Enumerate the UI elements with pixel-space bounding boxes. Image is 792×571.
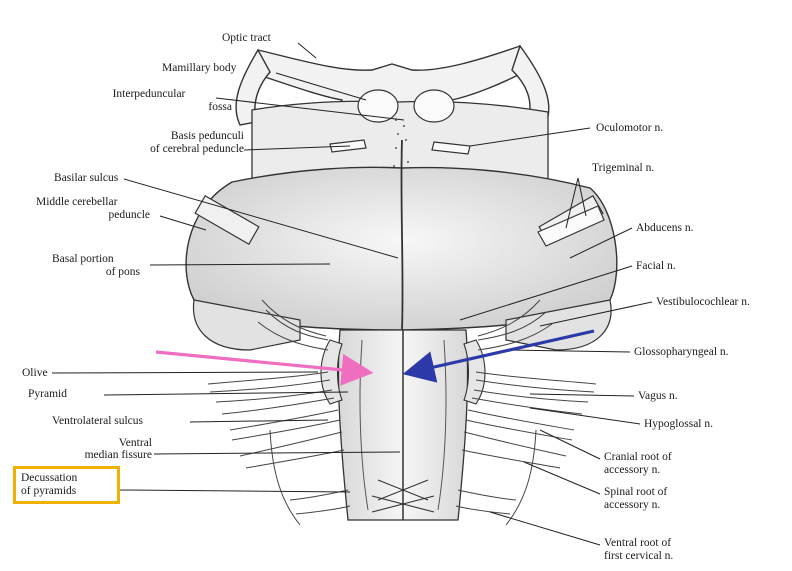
label-middle-cerebellar-peduncle-2: peduncle (36, 209, 150, 222)
label-vestibulocochlear-n: Vestibulocochlear n. (656, 296, 750, 309)
label-interpeduncular-fossa-1: Interpeduncular (94, 88, 204, 101)
label-basal-portion-of-pons-1: Basal portion (52, 253, 114, 266)
label-spinal-root-accessory-1: Spinal root of (604, 486, 667, 499)
label-cranial-root-accessory-2: accessory n. (604, 464, 660, 477)
label-interpeduncular-fossa-2: fossa (94, 101, 232, 114)
label-pyramid: Pyramid (28, 388, 67, 401)
label-middle-cerebellar-peduncle-1: Middle cerebellar (36, 196, 117, 209)
label-trigeminal-n: Trigeminal n. (592, 162, 654, 175)
label-spinal-root-accessory-2: accessory n. (604, 499, 660, 512)
label-basal-portion-of-pons-2: of pons (52, 266, 140, 279)
label-cranial-root-accessory-1: Cranial root of (604, 451, 672, 464)
label-oculomotor-n: Oculomotor n. (596, 122, 663, 135)
label-basis-pedunculi-2: of cerebral peduncle (90, 143, 244, 156)
label-decussation-of-pyramids-1: Decussation (21, 472, 77, 485)
basilar-sulcus-line (401, 140, 402, 330)
label-ventral-root-first-cervical-1: Ventral root of (604, 537, 671, 550)
label-decussation-of-pyramids-2: of pyramids (21, 485, 76, 498)
label-glossopharyngeal-n: Glossopharyngeal n. (634, 346, 729, 359)
label-vagus-n: Vagus n. (638, 390, 678, 403)
label-basis-pedunculi-1: Basis pedunculi (90, 130, 244, 143)
label-hypoglossal-n: Hypoglossal n. (644, 418, 713, 431)
label-mamillary-body: Mamillary body (162, 62, 236, 75)
label-olive: Olive (22, 367, 48, 380)
label-ventrolateral-sulcus: Ventrolateral sulcus (52, 415, 143, 428)
label-ventral-root-first-cervical-2: first cervical n. (604, 550, 673, 563)
label-ventral-median-fissure-2: median fissure (44, 449, 152, 462)
label-abducens-n: Abducens n. (636, 222, 694, 235)
label-optic-tract: Optic tract (222, 32, 271, 45)
label-facial-n: Facial n. (636, 260, 676, 273)
label-basilar-sulcus: Basilar sulcus (54, 172, 118, 185)
